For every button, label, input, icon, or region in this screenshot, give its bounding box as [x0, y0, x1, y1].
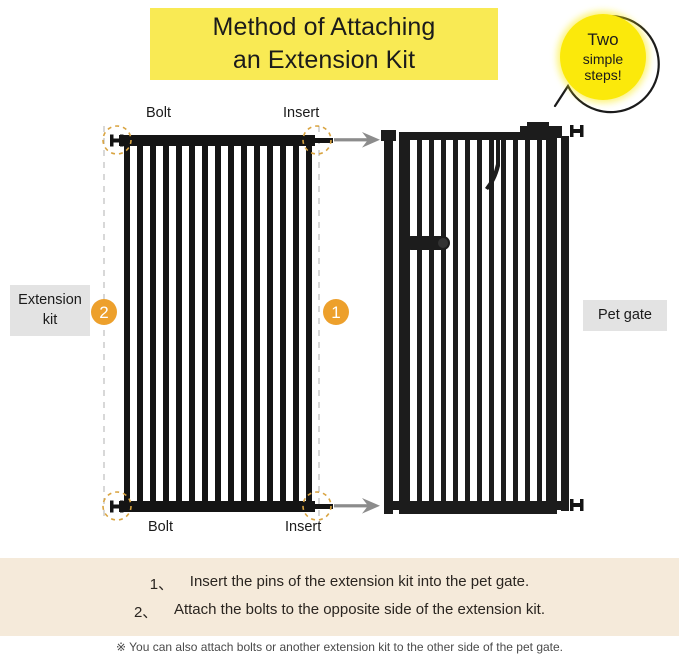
extension-kit-illustration — [110, 134, 333, 513]
label-bolt-bottom: Bolt — [148, 519, 173, 535]
instruction-item-2-text: Attach the bolts to the opposite side of… — [173, 600, 546, 618]
instructions-panel — [0, 558, 679, 636]
instruction-item-2-number: 2、 — [133, 603, 158, 621]
badge-line2: simple — [582, 50, 624, 67]
badge-circle-fill — [560, 14, 646, 100]
step-marker-2: 2 — [91, 299, 117, 325]
instruction-item-2: 2、 Attach the bolts to the opposite side… — [134, 601, 545, 622]
insert-pin-top — [315, 138, 333, 143]
page-title-line1: Method of Attaching — [212, 13, 436, 41]
arrow-bottom — [334, 498, 380, 514]
bolt-glyph-gate-top — [570, 125, 584, 137]
arrow-top — [334, 132, 380, 148]
insert-pin-bottom — [315, 504, 333, 509]
label-extension-kit: Extension kit — [10, 285, 90, 336]
label-extension-kit-line1: Extension — [18, 291, 82, 308]
badge-text: Two simple steps! — [560, 14, 646, 100]
instruction-item-1-number: 1、 — [149, 575, 174, 593]
instructions-list: 1、 Insert the pins of the extension kit … — [0, 558, 679, 636]
page-title-line2: an Extension Kit — [232, 46, 416, 74]
two-simple-steps-badge: Two simple steps! — [527, 2, 679, 114]
highlight-circle-insert-top — [302, 125, 332, 155]
gate-latch-mechanism — [485, 122, 562, 190]
highlight-circle-insert-bottom — [302, 491, 332, 521]
instructions-footnote: ※ You can also attach bolts or another e… — [115, 640, 564, 654]
label-extension-kit-line2: kit — [42, 311, 58, 328]
page-title: Method of Attaching an Extension Kit — [150, 8, 498, 80]
badge-line3: steps! — [584, 67, 622, 84]
bolt-glyph-gate-bottom — [570, 499, 584, 511]
highlight-circle-bolt-top — [102, 125, 132, 155]
instruction-item-1: 1、 Insert the pins of the extension kit … — [150, 573, 529, 594]
label-insert-bottom: Insert — [285, 519, 322, 535]
label-insert-top: Insert — [283, 105, 320, 121]
label-bolt-top: Bolt — [146, 105, 171, 121]
diagram-area: Bolt Insert Bolt Insert Extension kit Pe… — [0, 96, 679, 551]
instruction-item-1-text: Insert the pins of the extension kit int… — [189, 572, 530, 590]
label-pet-gate-text: Pet gate — [597, 306, 652, 323]
bolt-glyph-top-left — [110, 134, 124, 147]
badge-line1: Two — [587, 30, 619, 50]
highlight-circle-bolt-bottom — [102, 491, 132, 521]
bolt-glyph-bottom-left — [110, 500, 124, 513]
gate-handle — [404, 236, 450, 250]
title-highlight-band — [150, 8, 498, 80]
pet-gate-illustration — [381, 122, 584, 514]
label-pet-gate: Pet gate — [583, 300, 667, 331]
step-marker-1: 1 — [323, 299, 349, 325]
